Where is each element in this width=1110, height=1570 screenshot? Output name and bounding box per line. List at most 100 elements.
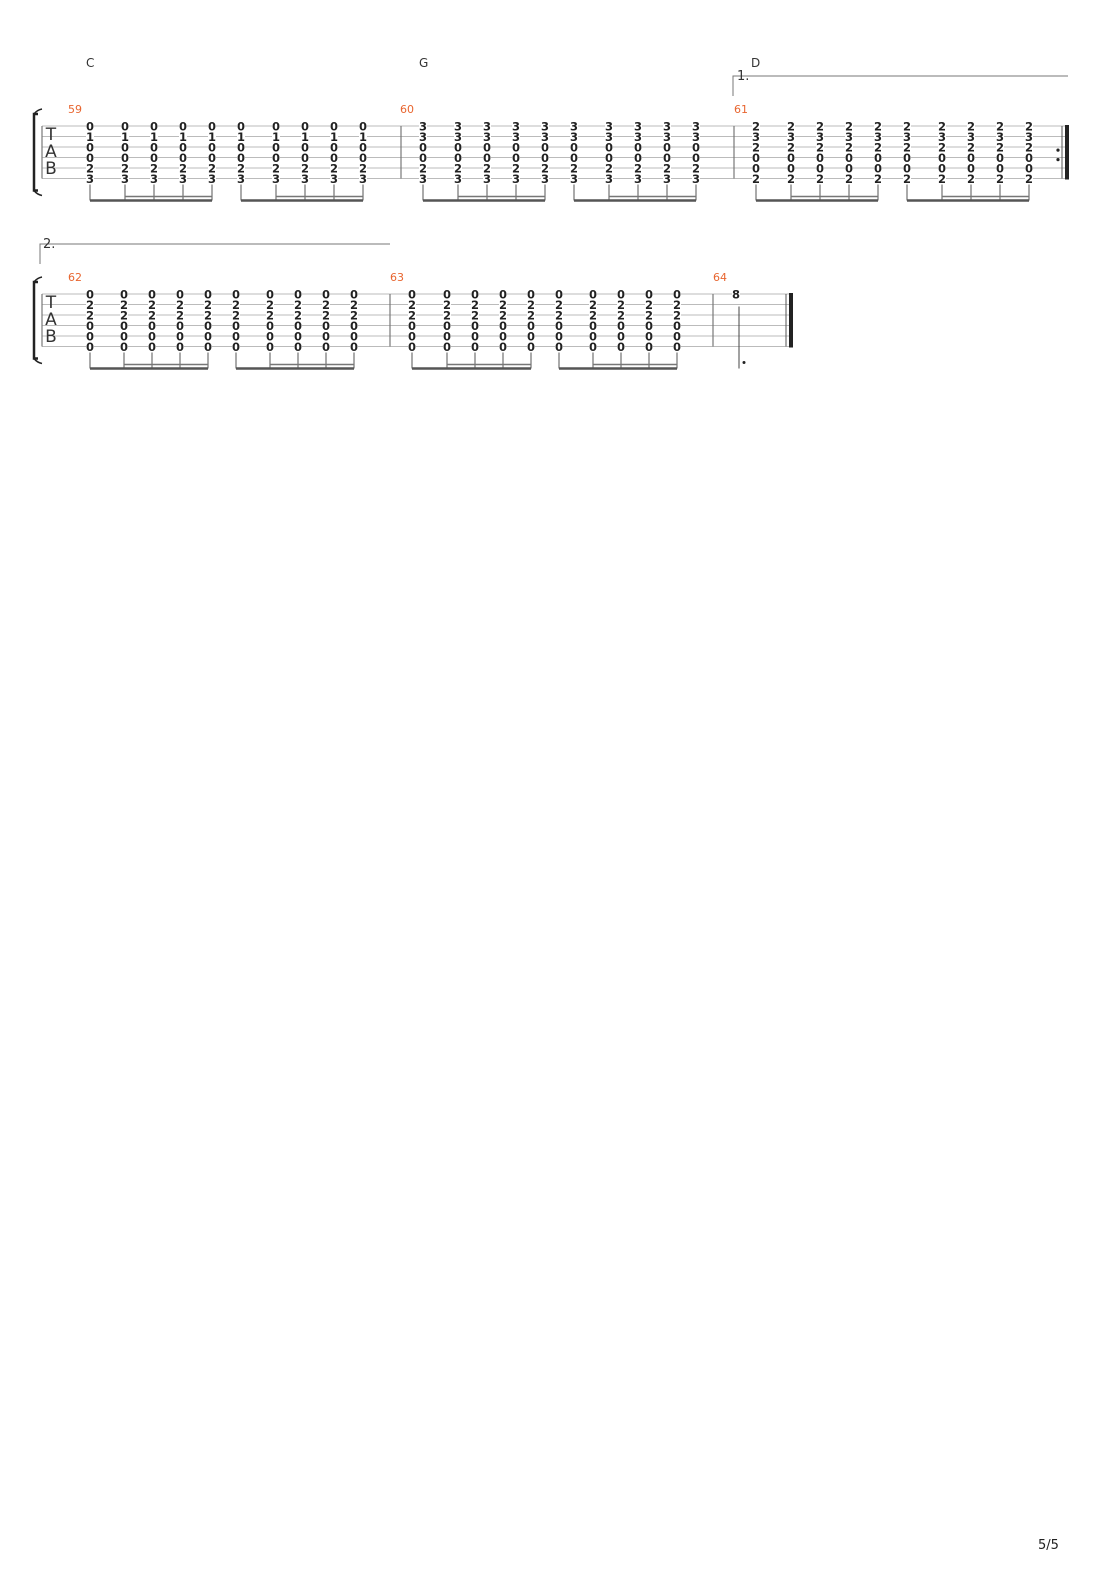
fret-background [471,289,479,299]
fret-background [787,152,795,163]
fret-background [266,289,274,299]
fret-background [1025,173,1033,184]
fret-number: 0 [589,340,597,354]
fret-background [359,152,367,163]
fret-background [589,331,597,341]
fret-background [330,142,338,152]
fret-background [663,163,671,173]
fret-background [512,121,520,131]
fret-number: 0 [816,162,824,176]
fret-number: 0 [408,340,416,354]
fret-background [589,310,597,320]
fret-number: 0 [443,330,451,344]
fret-background [350,299,358,310]
fret-background [555,289,563,299]
fret-background [86,341,94,352]
fret-number: 3 [1025,130,1033,144]
fret-number: 0 [272,151,280,165]
fret-number: 1 [150,130,158,144]
fret-number: 0 [204,340,212,354]
fret-number: 0 [176,340,184,354]
fret-background [816,163,824,173]
fret-background [938,121,946,131]
fret-number: 0 [663,141,671,155]
fret-number: 0 [350,319,358,333]
fret-background [179,142,187,152]
fret-number: 2 [204,298,212,312]
fret-background [787,142,795,152]
fret-number: 3 [816,130,824,144]
fret-number: 0 [673,319,681,333]
fret-background [692,152,700,163]
fret-background [322,341,330,352]
fret-background [634,173,642,184]
fret-number: 0 [605,141,613,155]
fret-background [673,289,681,299]
fret-number: 3 [692,172,700,186]
fret-background [204,331,212,341]
fret-background [266,310,274,320]
bracket-hook-top [33,108,43,115]
fret-number: 0 [266,340,274,354]
fret-number: 0 [996,151,1004,165]
fret-number: 3 [419,172,427,186]
fret-number: 2 [232,309,240,323]
fret-background [589,320,597,331]
fret-number: 0 [663,151,671,165]
fret-number: 3 [634,120,642,134]
fret-background [148,310,156,320]
fret-number: 0 [617,319,625,333]
fret-background [301,152,309,163]
fret-background [150,121,158,131]
fret-background [322,299,330,310]
fret-number: 0 [322,340,330,354]
fret-number: 0 [845,162,853,176]
fret-number: 2 [148,309,156,323]
fret-background [121,163,129,173]
fret-background [330,163,338,173]
fret-number: 2 [471,298,479,312]
fret-number: 2 [499,298,507,312]
fret-number: 2 [512,162,520,176]
fret-number: 0 [208,151,216,165]
fret-background [752,163,760,173]
fret-number: 0 [752,151,760,165]
fret-background [176,299,184,310]
fret-background [350,341,358,352]
fret-background [874,152,882,163]
fret-background [967,121,975,131]
fret-background [512,173,520,184]
fret-number: 0 [150,120,158,134]
fret-number: 1 [121,130,129,144]
fret-number: 0 [237,151,245,165]
fret-number: 0 [673,288,681,302]
fret-number: 0 [903,162,911,176]
fret-background [294,299,302,310]
fret-background [121,173,129,184]
fret-background [120,299,128,310]
fret-number: 2 [301,162,309,176]
fret-background [86,320,94,331]
fret-number: 1 [301,130,309,144]
fret-background [663,131,671,142]
fret-number: 0 [148,288,156,302]
fret-background [443,289,451,299]
fret-number: 2 [996,141,1004,155]
fret-number: 2 [322,298,330,312]
fret-background [272,121,280,131]
fret-number: 3 [454,130,462,144]
fret-background [996,163,1004,173]
fret-background [752,121,760,131]
fret-number: 0 [443,288,451,302]
fret-background [408,331,416,341]
measure-number: 60 [400,103,414,116]
page-number: 5/5 [1038,1538,1059,1553]
fret-background [903,173,911,184]
fret-number: 2 [816,120,824,134]
fret-number: 0 [555,330,563,344]
fret-number: 2 [967,120,975,134]
fret-background [645,310,653,320]
fret-background [645,331,653,341]
fret-background [350,320,358,331]
fret-background [634,142,642,152]
